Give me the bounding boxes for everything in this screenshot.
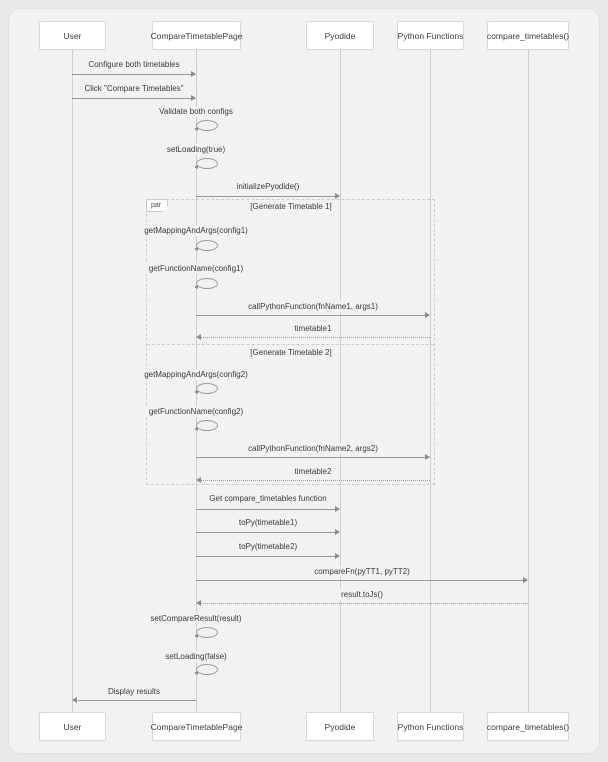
arrowhead-icon	[194, 427, 198, 431]
actor-pyodide-top: Pyodide	[306, 21, 374, 50]
msg-configure-timetables-label: Configure both timetables	[85, 59, 183, 70]
arrowhead-icon	[196, 334, 201, 340]
return-line	[201, 480, 430, 481]
msg-topy-timetable1-label: toPy(timetable1)	[235, 517, 301, 528]
arrow-line	[78, 700, 196, 701]
arrowhead-icon	[194, 671, 198, 675]
arrow-line	[196, 532, 335, 533]
msg-display-results-label: Display results	[104, 686, 164, 697]
actor-compare-timetables-fn-bottom: compare_timetables()	[487, 712, 569, 741]
lifeline-user	[72, 50, 73, 712]
actor-compare-timetable-page-bottom: CompareTimetablePage	[151, 712, 242, 741]
par-frame	[146, 199, 435, 485]
msg-set-loading-true-label: setLoading(true)	[163, 144, 229, 155]
arrowhead-icon	[194, 390, 198, 394]
arrowhead-icon	[194, 285, 198, 289]
par-section-divider	[147, 344, 434, 345]
arrowhead-icon	[335, 193, 340, 199]
par-section-label-2: [Generate Timetable 2]	[247, 347, 335, 358]
arrow-line	[196, 509, 335, 510]
msg-get-compare-fn-label: Get compare_timetables function	[206, 493, 330, 504]
arrow-line	[72, 98, 191, 99]
arrow-line	[196, 556, 335, 557]
arrowhead-icon	[425, 454, 430, 460]
actor-python-functions-top: Python Functions	[397, 21, 464, 50]
arrowhead-icon	[72, 697, 77, 703]
arrow-line	[196, 580, 523, 581]
diagram-canvas	[8, 8, 600, 754]
msg-get-function-name2-label: getFunctionName(config2)	[145, 406, 247, 417]
msg-timetable2-label: timetable2	[291, 466, 335, 477]
arrowhead-icon	[335, 553, 340, 559]
arrowhead-icon	[194, 247, 198, 251]
arrow-line	[196, 457, 425, 458]
self-loop-icon	[196, 240, 218, 251]
msg-set-compare-result-label: setCompareResult(result)	[147, 613, 245, 624]
arrow-line	[196, 315, 425, 316]
return-line	[201, 603, 528, 604]
self-loop-icon	[196, 120, 218, 131]
arrowhead-icon	[335, 529, 340, 535]
self-loop-icon	[196, 158, 218, 169]
arrowhead-icon	[194, 127, 198, 131]
actor-pyodide-bottom: Pyodide	[306, 712, 374, 741]
arrow-line	[72, 74, 191, 75]
par-operator-badge: par	[146, 199, 168, 212]
arrowhead-icon	[191, 71, 196, 77]
self-loop-icon	[196, 383, 218, 394]
msg-click-compare-label: Click "Compare Timetables"	[81, 83, 187, 94]
self-loop-icon	[196, 627, 218, 638]
msg-timetable1-label: timetable1	[291, 323, 335, 334]
arrowhead-icon	[523, 577, 528, 583]
actor-user-bottom: User	[39, 712, 106, 741]
arrowhead-icon	[194, 165, 198, 169]
actor-compare-timetable-page-top: CompareTimetablePage	[151, 21, 242, 50]
msg-initialize-pyodide-label: initializePyodide()	[233, 181, 303, 192]
actor-user-top: User	[39, 21, 106, 50]
return-line	[201, 337, 430, 338]
msg-get-mapping-args1-label: getMappingAndArgs(config1)	[141, 225, 251, 236]
lifeline-pyodide	[340, 50, 341, 712]
lifeline-compare-timetables-fn	[528, 50, 529, 712]
actor-python-functions-bottom: Python Functions	[397, 712, 464, 741]
arrowhead-icon	[196, 600, 201, 606]
self-loop-icon	[196, 420, 218, 431]
msg-get-mapping-args2-label: getMappingAndArgs(config2)	[141, 369, 251, 380]
msg-call-python-fn2-label: callPythonFunction(fnName2, args2)	[245, 443, 381, 454]
par-section-label-1: [Generate Timetable 1]	[247, 201, 335, 212]
self-loop-icon	[196, 278, 218, 289]
self-loop-icon	[196, 664, 218, 675]
arrowhead-icon	[425, 312, 430, 318]
arrowhead-icon	[335, 506, 340, 512]
arrow-line	[196, 196, 335, 197]
arrowhead-icon	[191, 95, 196, 101]
actor-compare-timetables-fn-top: compare_timetables()	[487, 21, 569, 50]
lifeline-compare-timetable-page	[196, 50, 197, 712]
lifeline-python-functions	[430, 50, 431, 712]
arrowhead-icon	[194, 634, 198, 638]
msg-topy-timetable2-label: toPy(timetable2)	[235, 541, 301, 552]
msg-result-tojs-label: result.toJs()	[338, 589, 386, 600]
msg-validate-configs-label: Validate both configs	[156, 106, 236, 117]
msg-set-loading-false-label: setLoading(false)	[162, 651, 230, 662]
msg-get-function-name1-label: getFunctionName(config1)	[145, 263, 247, 274]
msg-compare-fn-call-label: compareFn(pyTT1, pyTT2)	[311, 566, 413, 577]
msg-call-python-fn1-label: callPythonFunction(fnName1, args1)	[245, 301, 381, 312]
arrowhead-icon	[196, 477, 201, 483]
